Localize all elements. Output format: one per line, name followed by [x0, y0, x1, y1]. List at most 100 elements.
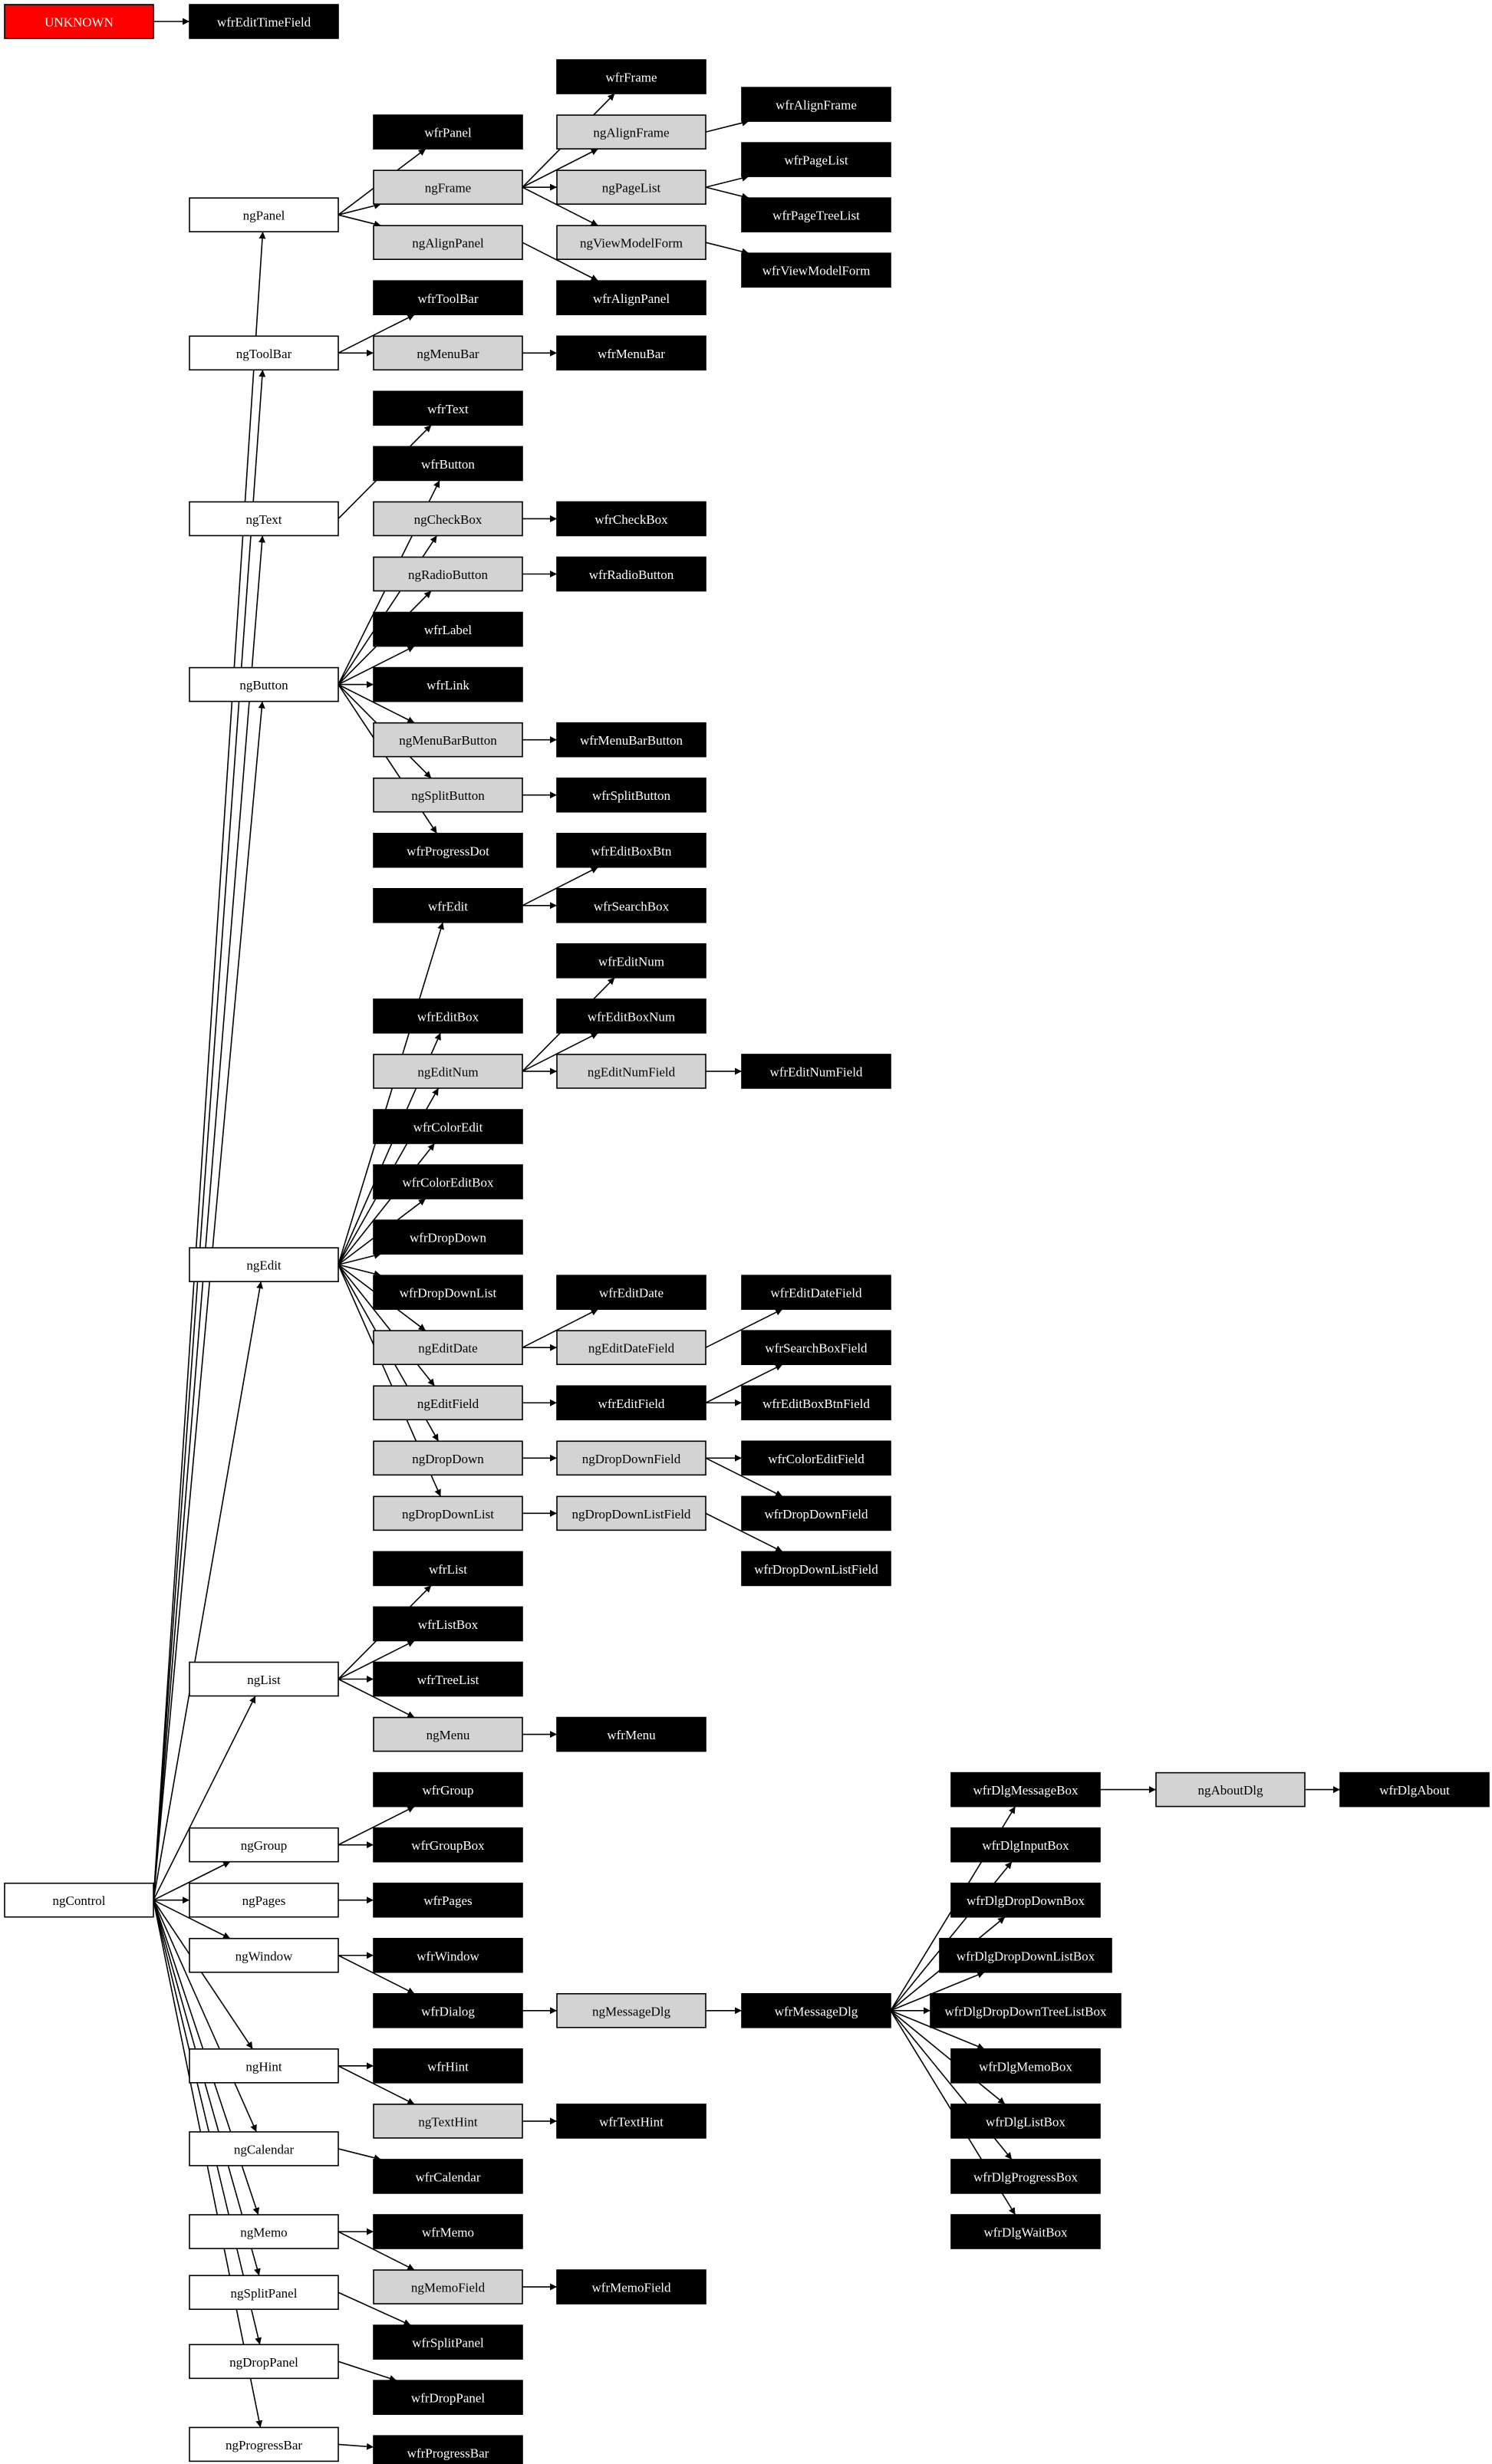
node-label: wfrSplitPanel	[412, 2336, 484, 2351]
node-box	[373, 2269, 523, 2304]
node-label: wfrPageTreeList	[772, 209, 860, 223]
edge-ngControl-to-ngList	[153, 1696, 256, 1901]
node-ngSplitButton: ngSplitButton	[373, 777, 523, 813]
edge-ngPageList-to-wfrPageTreeList	[705, 186, 749, 200]
node-box	[373, 1716, 523, 1752]
node-label: wfrPageList	[784, 153, 848, 168]
node-wfrCalendar: wfrCalendar	[373, 2159, 523, 2194]
edge-ngProgressBar-to-wfrProgressBar	[338, 2443, 374, 2450]
node-label: ngPages	[242, 1893, 286, 1908]
node-wfrDlgAbout: wfrDlgAbout	[1339, 1772, 1490, 1808]
node-box	[189, 197, 339, 232]
node-label: wfrMenuBarButton	[580, 733, 683, 748]
node-wfrEdit: wfrEdit	[373, 888, 523, 923]
node-ngDropPanel: ngDropPanel	[189, 2344, 339, 2380]
node-label: wfrRadioButton	[589, 567, 674, 582]
node-wfrDropDownListField: wfrDropDownListField	[741, 1551, 891, 1587]
node-wfrDlgProgressBox: wfrDlgProgressBox	[950, 2159, 1101, 2194]
node-box	[373, 1772, 523, 1808]
node-label: ngSplitButton	[411, 788, 485, 803]
node-ngMenuBar: ngMenuBar	[373, 335, 523, 371]
node-box	[373, 1827, 523, 1863]
node-box	[556, 59, 706, 94]
node-wfrSplitPanel: wfrSplitPanel	[373, 2324, 523, 2360]
node-wfrListBox: wfrListBox	[373, 1606, 523, 1642]
node-box	[189, 501, 339, 537]
node-label: wfrDlgDropDownBox	[967, 1893, 1085, 1908]
node-box	[373, 998, 523, 1034]
node-label: ngAlignPanel	[412, 236, 484, 251]
node-box	[741, 1385, 891, 1421]
node-label: wfrText	[427, 402, 469, 416]
node-box	[373, 1495, 523, 1531]
node-box	[373, 1054, 523, 1089]
node-label: wfrEditTimeField	[217, 15, 311, 30]
node-ngDropDownField: ngDropDownField	[556, 1440, 706, 1476]
node-label: ngFrame	[425, 181, 471, 196]
node-label: wfrSplitButton	[592, 788, 671, 803]
node-ngEditDate: ngEditDate	[373, 1330, 523, 1365]
node-label: ngEditField	[417, 1396, 479, 1411]
node-box	[741, 197, 891, 232]
node-label: wfrColorEditBox	[403, 1176, 494, 1190]
edge-ngPageList-to-wfrPageList	[705, 174, 749, 188]
node-label: ngGroup	[241, 1838, 287, 1853]
node-box	[189, 2214, 339, 2249]
node-label: wfrCalendar	[416, 2170, 481, 2184]
edge-ngButton-to-wfrLabel	[338, 645, 415, 686]
node-label: ngAboutDlg	[1198, 1783, 1264, 1798]
node-box	[373, 832, 523, 868]
node-box	[950, 2214, 1101, 2249]
node-box	[373, 1440, 523, 1476]
node-wfrProgressBar: wfrProgressBar	[373, 2435, 523, 2464]
node-box	[373, 1385, 523, 1421]
node-label: wfrDlgInputBox	[982, 1838, 1069, 1853]
node-label: wfrDlgAbout	[1379, 1783, 1450, 1798]
node-wfrPanel: wfrPanel	[373, 114, 523, 150]
node-label: wfrEditDate	[599, 1286, 664, 1301]
edge-ngViewModelForm-to-wfrViewModelForm	[705, 242, 749, 255]
node-box	[373, 501, 523, 537]
node-label: wfrListBox	[418, 1617, 479, 1632]
node-label: wfrDlgMessageBox	[973, 1783, 1079, 1798]
node-wfrDlgMessageBox: wfrDlgMessageBox	[950, 1772, 1101, 1808]
node-ngAlignFrame: ngAlignFrame	[556, 114, 706, 150]
node-label: wfrEditBoxBtnField	[762, 1396, 870, 1411]
node-wfrGroup: wfrGroup	[373, 1772, 523, 1808]
node-box	[373, 2214, 523, 2249]
node-box	[373, 556, 523, 592]
node-box	[189, 1827, 339, 1863]
node-wfrMemoField: wfrMemoField	[556, 2269, 706, 2304]
node-label: wfrEdit	[428, 899, 468, 913]
node-label: wfrMessageDlg	[775, 2004, 858, 2018]
node-box	[373, 1551, 523, 1587]
node-label: wfrMenu	[607, 1728, 656, 1742]
node-ngMenu: ngMenu	[373, 1716, 523, 1752]
edge-ngWindow-to-wfrDialog	[338, 1955, 415, 1995]
node-ngEditNum: ngEditNum	[373, 1054, 523, 1089]
node-box	[556, 888, 706, 923]
node-label: ngEdit	[246, 1258, 282, 1273]
node-label: ngRadioButton	[408, 567, 488, 582]
node-box	[556, 1716, 706, 1752]
node-label: wfrLabel	[424, 623, 473, 637]
node-wfrDlgDropDownBox: wfrDlgDropDownBox	[950, 1882, 1101, 1918]
node-label: ngText	[246, 512, 282, 527]
node-wfrDlgDropDownListBox: wfrDlgDropDownListBox	[939, 1937, 1112, 1973]
node-box	[556, 1440, 706, 1476]
node-label: wfrLink	[427, 678, 469, 692]
node-ngMenuBarButton: ngMenuBarButton	[373, 722, 523, 758]
edge-ngMemo-to-ngMemoField	[338, 2231, 415, 2271]
node-label: wfrDialog	[421, 2004, 475, 2018]
node-label: ngPanel	[243, 209, 285, 223]
node-ngEditDateField: ngEditDateField	[556, 1330, 706, 1365]
node-box	[556, 335, 706, 371]
node-box	[373, 2104, 523, 2139]
node-box	[556, 832, 706, 868]
node-label: wfrList	[429, 1562, 467, 1577]
node-wfrTextHint: wfrTextHint	[556, 2104, 706, 2139]
node-wfrSplitButton: wfrSplitButton	[556, 777, 706, 813]
node-label: ngEditNumField	[588, 1064, 676, 1079]
edge-ngControl-to-ngToolBar	[153, 370, 266, 1900]
